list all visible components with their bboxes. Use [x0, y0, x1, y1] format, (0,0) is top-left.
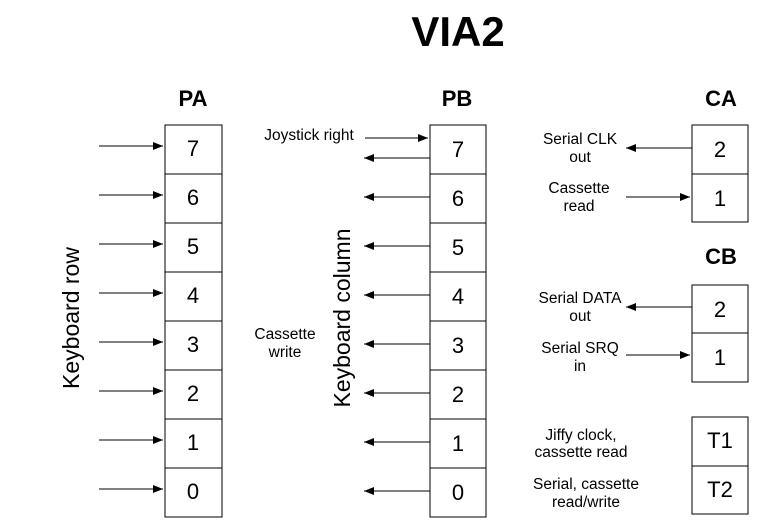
pb-header: PB: [442, 86, 473, 111]
timer-cell: T2: [707, 477, 733, 502]
pa-bit-cell: 2: [187, 381, 199, 406]
cb-register: 2 1: [691, 284, 749, 383]
joystick-right-label: Joystick right: [264, 127, 354, 144]
cassette-write-label: write: [268, 344, 302, 361]
ca-register: 2 1: [691, 124, 749, 223]
jiffy-clock-label: Jiffy clock,: [545, 427, 616, 444]
pa-bit-cell: 4: [187, 283, 199, 308]
pb-bit-cell: 5: [452, 235, 464, 260]
pb-bit-cell: 6: [452, 186, 464, 211]
pb-bit-cell: 0: [452, 480, 464, 505]
diagram-title: VIA2: [411, 8, 504, 55]
pa-bit-cell: 7: [187, 136, 199, 161]
pa-bit-cell: 0: [187, 479, 199, 504]
serial-srq-in-label: in: [574, 358, 586, 375]
pb-register: 7 6 5 4 3 2 1 0: [429, 124, 487, 518]
pb-bit-cell: 7: [452, 137, 464, 162]
serial-cassette-label: Serial, cassette: [533, 476, 639, 493]
serial-clk-out-label: out: [569, 149, 591, 166]
ca-arrows: [626, 144, 692, 201]
timer-cell: T1: [707, 428, 733, 453]
cassette-read-label: read: [563, 198, 594, 215]
serial-cassette-label: read/write: [552, 494, 620, 511]
pa-side-label: Keyboard row: [58, 247, 84, 389]
timer-register: T1 T2: [691, 416, 749, 515]
pa-bit-cell: 3: [187, 332, 199, 357]
pa-bit-cell: 5: [187, 234, 199, 259]
pb-bit-cell: 4: [452, 284, 464, 309]
serial-clk-out-label: Serial CLK: [543, 131, 618, 148]
jiffy-clock-label: cassette read: [534, 444, 627, 461]
cassette-write-label: Cassette: [254, 326, 315, 343]
pb-bit-cell: 1: [452, 431, 464, 456]
cassette-read-label: Cassette: [548, 180, 609, 197]
pb-side-label: Keyboard column: [329, 229, 355, 408]
cb-cell: 2: [714, 297, 726, 322]
serial-data-out-label: Serial DATA: [539, 290, 623, 307]
pa-input-arrows: [99, 142, 163, 493]
pb-bit-cell: 2: [452, 382, 464, 407]
pa-bit-cell: 6: [187, 185, 199, 210]
ca-cell: 2: [714, 137, 726, 162]
cb-header: CB: [705, 244, 737, 269]
pa-header: PA: [179, 86, 208, 111]
cb-cell: 1: [714, 345, 726, 370]
pb-bit-cell: 3: [452, 333, 464, 358]
cb-arrows: [626, 303, 692, 359]
pb-arrows: [364, 134, 430, 495]
pa-register: 7 6 5 4 3 2 1 0: [164, 124, 223, 518]
ca-header: CA: [705, 86, 737, 111]
ca-cell: 1: [714, 186, 726, 211]
pa-bit-cell: 1: [187, 430, 199, 455]
serial-data-out-label: out: [569, 308, 591, 325]
serial-srq-in-label: Serial SRQ: [541, 340, 619, 357]
